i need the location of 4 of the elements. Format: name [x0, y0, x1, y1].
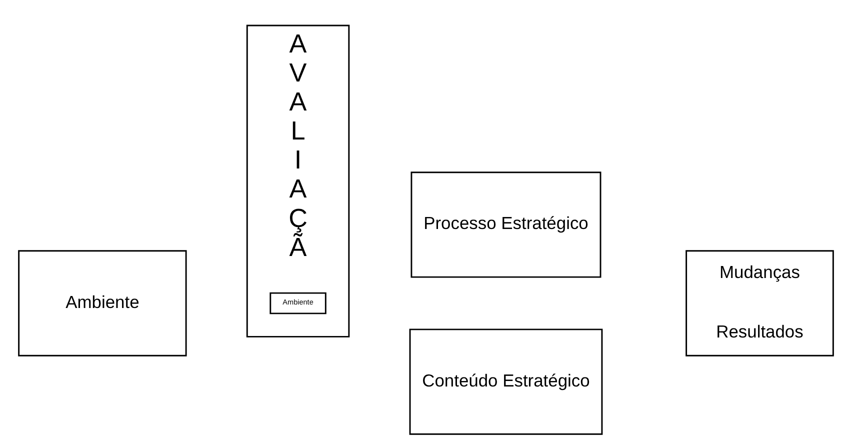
node-box: Processo Estratégico — [410, 172, 601, 278]
node-box: Conteúdo Estratégico — [408, 328, 602, 435]
node-box: Ambiente — [18, 250, 186, 356]
node-box: Mudanças Resultados — [685, 250, 834, 356]
